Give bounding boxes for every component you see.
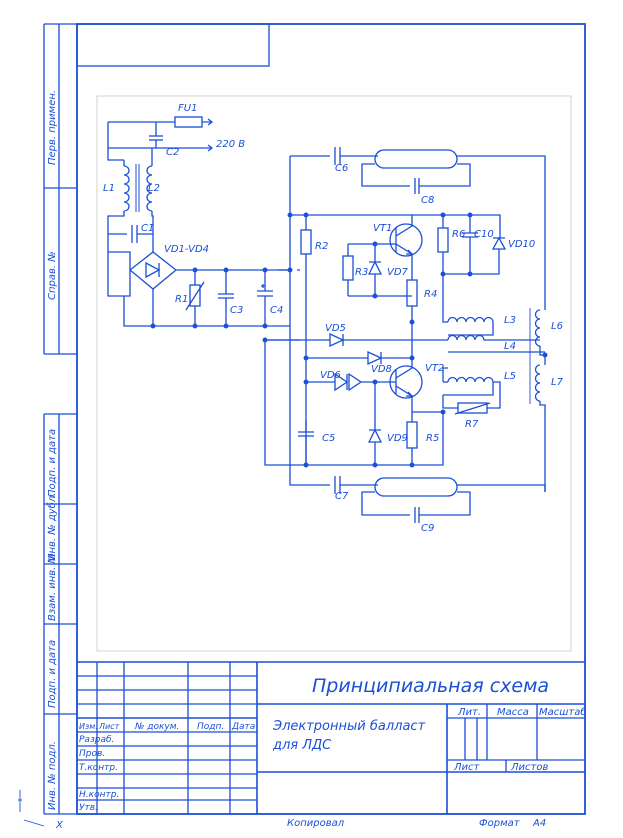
label-bridge: VD1-VD4 xyxy=(164,244,209,255)
label-vd10: VD10 xyxy=(508,239,535,250)
label-c3: C3 xyxy=(230,305,243,316)
side-strip xyxy=(43,23,77,815)
label-l4: L4 xyxy=(504,341,516,352)
row-utv: Утв. xyxy=(79,803,98,813)
label-mains: 220 В xyxy=(216,139,245,150)
row-razrab: Разраб. xyxy=(79,735,114,745)
label-l6: L6 xyxy=(551,321,563,332)
label-r1: R1 xyxy=(175,294,188,305)
lit-header: Лит. xyxy=(457,707,481,718)
drawing-type: Принципиальная схема xyxy=(312,675,549,697)
title-block-grid xyxy=(77,661,585,814)
label-c6: C6 xyxy=(335,163,348,174)
label-r6: R6 xyxy=(452,229,465,240)
row-tkontr: Т.контр. xyxy=(79,763,118,773)
row-nkontr: Н.контр. xyxy=(79,790,119,800)
label-l3: L3 xyxy=(504,315,516,326)
label-l5: L5 xyxy=(504,371,516,382)
label-l7: L7 xyxy=(551,377,564,388)
label-r4: R4 xyxy=(424,289,437,300)
label-c10: C10 xyxy=(474,229,494,240)
lamp-bottom xyxy=(374,477,458,497)
title-line-1: Электронный балласт xyxy=(272,719,426,734)
label-vd8: VD8 xyxy=(371,364,392,375)
lamp-top xyxy=(374,149,458,169)
label-vd9: VD9 xyxy=(387,433,408,444)
label-podp-data-2: Подп. и дата xyxy=(47,640,58,708)
col-data: Дата xyxy=(231,722,255,732)
masshtab-header: Масштаб xyxy=(539,706,587,718)
col-podp: Подп. xyxy=(197,722,224,732)
label-perv-primen: Перв. примен. xyxy=(47,90,58,165)
listov-label: Листов xyxy=(510,762,548,773)
footer-kopiroval: Копировал xyxy=(287,818,345,829)
label-vd6: VD6 xyxy=(320,370,341,381)
row-prov: Пров. xyxy=(79,749,105,759)
inner-drawing-border xyxy=(96,95,572,652)
footer-corner-x: X xyxy=(55,820,64,831)
label-l2: L2 xyxy=(148,183,160,194)
label-r7: R7 xyxy=(465,419,479,430)
label-sprav-no: Справ. № xyxy=(47,251,58,300)
label-l1: L1 xyxy=(103,183,115,194)
label-inv-podl: Инв. № подл. xyxy=(47,741,58,810)
label-c7: C7 xyxy=(335,491,349,502)
label-r3: R3 xyxy=(355,267,368,278)
label-inv-dubl: Инв. № дубл. xyxy=(46,493,58,561)
col-list: Лист xyxy=(98,722,120,731)
label-c1: C1 xyxy=(141,223,154,234)
coil-l2 xyxy=(146,165,153,212)
col-izm: Изм. xyxy=(79,722,98,731)
label-fu1: FU1 xyxy=(178,103,197,114)
label-c2: C2 xyxy=(166,147,179,158)
label-vd5: VD5 xyxy=(325,323,346,334)
inverter-section xyxy=(262,147,548,523)
massa-header: Масса xyxy=(497,707,529,718)
outer-frame xyxy=(76,23,586,815)
coil-l1 xyxy=(123,165,130,212)
list-label: Лист xyxy=(453,762,481,773)
footer-format-value: А4 xyxy=(532,818,546,829)
label-vt2: VT2 xyxy=(425,363,444,374)
label-vt1: VT1 xyxy=(373,223,392,234)
fuse-fu1 xyxy=(174,116,203,128)
label-vzam-inv: Взам. инв. № xyxy=(47,553,58,621)
label-c5: C5 xyxy=(322,433,335,444)
footer-format-label: Формат xyxy=(479,818,521,829)
label-podp-data-1: Подп. и дата xyxy=(47,429,58,497)
label-c9: C9 xyxy=(421,523,434,534)
label-c4: C4 xyxy=(270,305,283,316)
col-doc-no: № докум. xyxy=(134,722,179,732)
transistor-vt1 xyxy=(389,223,423,257)
header-box xyxy=(76,23,270,67)
label-vd7: VD7 xyxy=(387,267,409,278)
diode-bridge xyxy=(128,251,178,290)
title-line-2: для ЛДС xyxy=(272,738,332,753)
label-r2: R2 xyxy=(315,241,328,252)
label-c8: C8 xyxy=(421,195,434,206)
label-r5: R5 xyxy=(426,433,439,444)
